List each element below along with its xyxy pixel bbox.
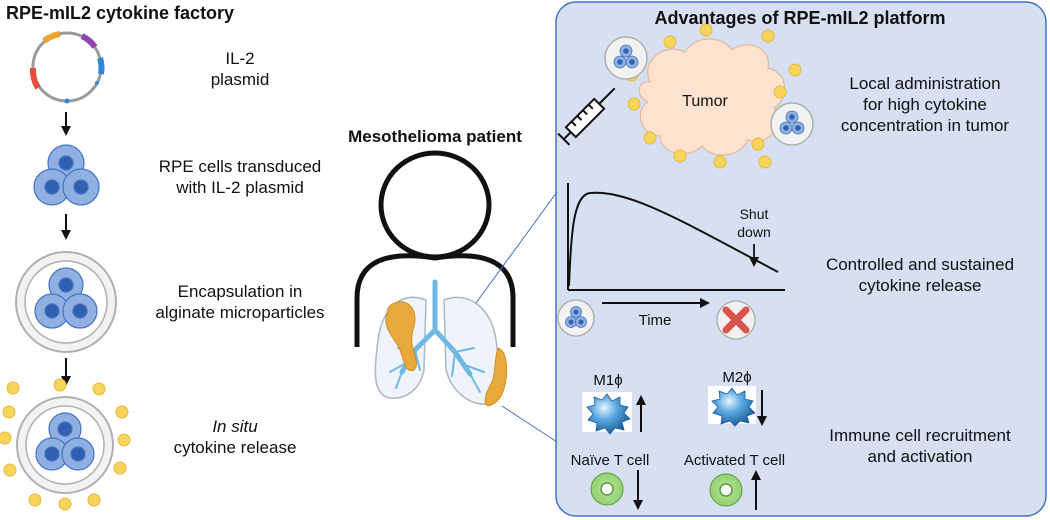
syringe-icon [557,87,616,146]
advantage-local-line3: concentration in tumor [840,116,1010,135]
capsule-cytokine-release [0,378,131,511]
plasmid-icon [29,31,105,104]
tumor-lesions [385,301,508,407]
m1-label: M1ϕ [593,372,623,389]
capsule-small-right [770,102,814,146]
advantage-release-line1: Controlled and sustained [825,255,1015,274]
advantage-local-label: Local administration for high cytokine c… [810,73,1040,136]
advantage-local-line2: for high cytokine [863,95,987,114]
step-plasmid-line2: plasmid [210,70,270,89]
step-transduction-line2: with IL-2 plasmid [176,178,304,197]
rpe-cell-cluster [33,144,100,206]
advantage-immune-line2: and activation [867,447,973,466]
activated-t-cell-icon [709,473,743,507]
cytokine-dots [0,378,131,511]
advantage-release-label: Controlled and sustained cytokine releas… [805,254,1035,296]
advantage-immune-line1: Immune cell recruitment [829,426,1011,445]
step-encapsulation-line2: alginate microparticles [155,303,325,322]
activated-t-cell-label: Activated T cell [683,452,786,469]
alginate-capsule [15,251,117,353]
zoom-line-bottom [501,405,558,443]
patient-silhouette [354,150,516,347]
step-encapsulation-line1: Encapsulation in [177,282,303,301]
patient-title: Mesothelioma patient [348,127,522,146]
step-transduction-line1: RPE cells transduced [158,157,322,176]
tumor-cytokine-dots [625,23,802,169]
shutdown-line2: down [737,224,771,240]
x-mark-icon [722,306,750,334]
shutdown-label: Shut down [726,205,782,241]
capsule-shutdown [716,300,756,340]
shutdown-line1: Shut [739,206,769,222]
capsule-time-start [557,299,595,337]
step-transduction-label: RPE cells transduced with IL-2 plasmid [130,156,350,198]
naive-t-cell-icon [590,472,624,506]
naive-t-cell-label: Naïve T cell [570,452,650,469]
advantage-release-line2: cytokine release [858,276,982,295]
tumor-label: Tumor [682,93,728,110]
capsule-small-top [604,36,648,80]
m2-label: M2ϕ [722,369,752,386]
step-encapsulation-label: Encapsulation in alginate microparticles [120,281,360,323]
advantage-local-line1: Local administration [849,74,1001,93]
step-release-line2: cytokine release [173,438,297,457]
step-plasmid-line1: IL-2 [225,49,255,68]
advantages-title: Advantages of RPE-mIL2 platform [654,8,946,28]
release-curve-plot [567,183,785,308]
step-release-line1: In situ [212,417,258,436]
step-release-label: In situ cytokine release [135,416,335,458]
advantage-immune-label: Immune cell recruitment and activation [805,425,1035,467]
m1-macrophage-icon [582,392,632,435]
left-panel-title: RPE-mIL2 cytokine factory [6,3,235,23]
step-plasmid-label: IL-2 plasmid [150,48,330,90]
m2-macrophage-icon [708,386,756,427]
release-curve [568,191,779,287]
time-label: Time [638,312,672,329]
lungs-illustration [374,279,508,407]
zoom-line-top [475,191,558,304]
